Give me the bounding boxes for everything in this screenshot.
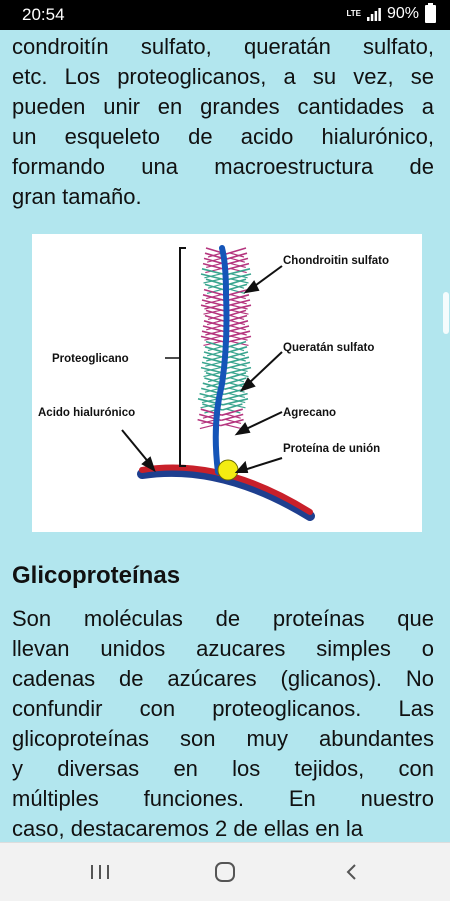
label-acido-hialuronico: Acido hialurónico — [38, 407, 135, 419]
status-time: 20:54 — [22, 5, 65, 24]
article-content[interactable]: condroitín sulfato, queratán sulfato, etc… — [0, 30, 450, 842]
status-bar: 20:54 LTE 90% — [0, 0, 450, 30]
proteoglycan-figure: Chondroitin sulfato Queratán sulfato Agr… — [32, 234, 422, 532]
back-icon — [346, 864, 356, 880]
home-button[interactable] — [205, 857, 245, 887]
proteoglycan-diagram: Chondroitin sulfato Queratán sulfato Agr… — [38, 245, 389, 521]
text-line: confundir con proteoglicanos. Las — [12, 696, 434, 721]
battery-percent: 90% — [386, 5, 419, 22]
text-line: condroitín sulfato, queratán sulfato, — [12, 34, 434, 59]
text-line: etc. Los proteoglicanos, a su vez, se — [12, 64, 434, 89]
signal-icon — [366, 7, 381, 21]
text-line: llevan unidos azucares simples o — [12, 636, 434, 661]
label-queratan: Queratán sulfato — [283, 342, 374, 354]
text-line: caso, destacaremos 2 de ellas en la — [12, 816, 363, 841]
lte-icon: LTE — [346, 9, 361, 18]
text-line: y diversas en los tejidos, con — [12, 756, 434, 781]
scrollbar-thumb[interactable] — [443, 292, 449, 334]
back-button[interactable] — [332, 857, 372, 887]
section-heading: Glicoproteínas — [12, 562, 181, 589]
text-line: Son moléculas de proteínas que — [12, 606, 434, 631]
label-agrecano: Agrecano — [283, 407, 336, 419]
battery-icon — [425, 3, 436, 23]
text-line: cadenas de azúcares (glicanos). No — [12, 666, 434, 691]
label-condroitin: Chondroitin sulfato — [283, 255, 389, 267]
home-icon — [215, 862, 235, 882]
text-line: múltiples funciones. En nuestro — [12, 786, 434, 811]
label-proteina-union: Proteína de unión — [283, 443, 380, 455]
text-line: un esqueleto de acido hialurónico, — [12, 124, 434, 149]
label-proteoglicano: Proteoglicano — [52, 353, 129, 365]
text-line: formando una macroestructura de — [12, 154, 434, 179]
text-line: gran tamaño. — [12, 184, 142, 209]
text-line: pueden unir en grandes cantidades a — [12, 94, 434, 119]
navigation-bar — [0, 842, 450, 901]
recents-icon — [91, 865, 109, 879]
recents-button[interactable] — [80, 857, 120, 887]
text-line: glicoproteínas son muy abundantes — [12, 726, 434, 751]
